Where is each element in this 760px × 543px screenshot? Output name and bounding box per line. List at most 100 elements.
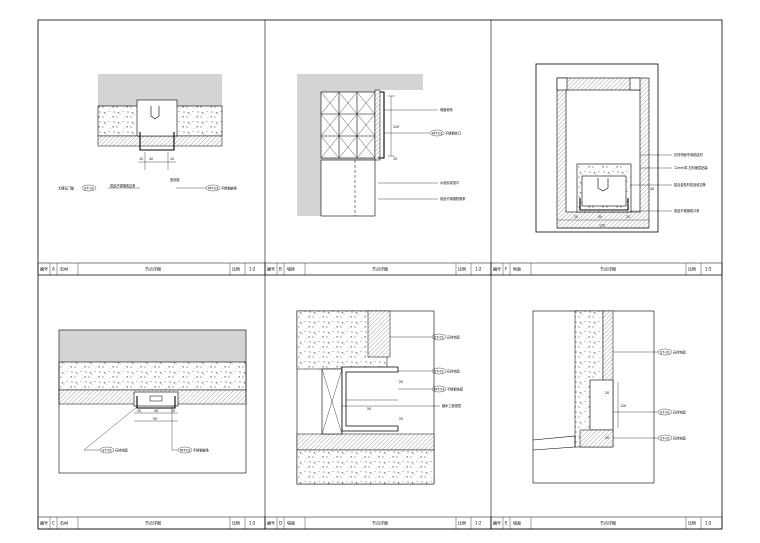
tb-code-f: E <box>505 521 508 526</box>
callout-bubble-f-1 <box>657 408 673 416</box>
stone-floor <box>296 433 435 451</box>
tb-label-a: 编号 <box>40 266 48 272</box>
tb-scale-label-f: 比例 <box>688 520 696 526</box>
tb-material-f: 墙面 <box>513 520 521 526</box>
tile-grid <box>320 91 376 159</box>
niche <box>589 379 614 431</box>
floor-line <box>532 435 576 451</box>
note-c-2: 铝合金型材成品收边条 <box>674 182 707 187</box>
callout-tag-f-2: ST-01 <box>660 436 670 440</box>
dim-c-0: 25 <box>574 215 578 219</box>
tb-scale-c: 1:5 <box>705 267 712 272</box>
panel-c: 25 50 25 120 40 石材饰面专用粘结剂 12mm厚 石材面层贴装 铝… <box>535 63 708 233</box>
tb-title-a: 节点详图 <box>145 266 161 272</box>
tb-material-a: 石材 <box>60 266 68 272</box>
tb-label-b: 编号 <box>267 266 275 272</box>
dim-d-1: 10 <box>137 409 141 413</box>
callout-bubble-d-left <box>99 446 115 454</box>
tb-material-c: 地面 <box>513 266 521 272</box>
callout-tag-a-left: ST-02 <box>84 186 94 190</box>
note-b-0: 墙面瓷砖 <box>440 107 454 112</box>
callout-text-a-right: 不锈钢嵌条 <box>221 185 238 190</box>
callout-tag-f-1: ST-01 <box>660 410 670 414</box>
title-block-e: 编号 D 墙面 节点详图 比例 1:2 <box>264 516 492 530</box>
callout-bubble-f-0 <box>657 348 673 356</box>
tb-code-e: D <box>279 521 282 526</box>
tb-scale-f: 1:2 <box>705 521 712 526</box>
dim-f-1: 120 <box>620 404 626 408</box>
lower-panel <box>320 159 376 217</box>
ceiling-fill <box>59 330 246 362</box>
dim-c-1: 50 <box>598 215 602 219</box>
dim-b-1: 10 <box>393 157 397 161</box>
callout-text-d-left: 石材饰面 <box>115 447 128 452</box>
mortar-layer <box>97 135 223 147</box>
callout-tag-b: MT-01 <box>432 131 443 135</box>
callout-text-f-0: 石材饰面 <box>673 349 686 354</box>
dim-e-2: 20 <box>399 417 403 421</box>
floor-slab <box>296 449 435 485</box>
callout-bubble-d-right <box>177 446 193 454</box>
anchor-profile <box>150 106 160 120</box>
tb-material-e: 墙面 <box>287 520 295 526</box>
title-block-c: 编号 F 地面 节点详图 比例 1:5 <box>490 262 723 276</box>
tb-label-c: 编号 <box>493 266 501 272</box>
stone-cladding-upper <box>367 310 391 358</box>
callout-bubble-a-left <box>81 184 97 192</box>
callout-tag-d-right: MT-01 <box>180 448 191 452</box>
note-a-0: 成品不锈钢收边条 <box>110 183 136 188</box>
dim-a-0: 40 <box>149 157 153 161</box>
steel-corner <box>378 91 385 159</box>
callout-tag-e-0: ST-01 <box>434 335 444 339</box>
tb-scale-label-e: 比例 <box>458 520 466 526</box>
note-c-0: 石材饰面专用粘结剂 <box>674 152 703 157</box>
callout-text-e-1: 石材饰面 <box>447 368 460 373</box>
note-c-3: 成品不锈钢收口条 <box>674 208 700 213</box>
tb-title-c: 节点详图 <box>600 266 616 272</box>
note-a-1: 密封胶 <box>170 177 180 182</box>
callout-text-f-1: 石材饰面 <box>673 409 686 414</box>
dim-b-0: 120 <box>393 125 399 129</box>
wall-fill-top <box>375 74 423 90</box>
callout-text-e-0: 石材饰面 <box>447 334 460 339</box>
trim-strip <box>374 89 381 161</box>
note-e-0: 细木工板基层 <box>442 403 461 408</box>
concrete-slab <box>58 361 247 391</box>
callout-text-e-2: 不锈钢饰面 <box>447 386 463 391</box>
detail-frame <box>58 329 247 474</box>
tb-scale-d: 1:2 <box>249 521 256 526</box>
tb-title-f: 节点详图 <box>600 520 616 526</box>
note-c-1: 12mm厚 石材面层贴装 <box>674 165 708 170</box>
callout-bubble-e-2 <box>431 385 447 393</box>
tb-code-d: C <box>52 521 55 526</box>
panel-d: 40 10 10 50 ST-01 石材饰面 MT-01 不锈钢嵌条 <box>58 329 247 474</box>
dim-c-3: 120 <box>599 224 605 228</box>
tb-title-d: 节点详图 <box>145 520 161 526</box>
panel-e: 50 20 20 ST-01 石材饰面 ST-01 石材饰面 MT-01 不锈钢… <box>296 310 463 485</box>
callout-text-d-right: 不锈钢嵌条 <box>193 447 210 452</box>
callout-tag-d-left: ST-01 <box>102 448 112 452</box>
tb-scale-b: 1:2 <box>475 267 482 272</box>
note-b-2: 成品不锈钢阳角条 <box>440 196 466 201</box>
tb-code-c: F <box>505 267 508 272</box>
tb-scale-label-a: 比例 <box>232 266 240 272</box>
panel-b: 120 10 墙面瓷砖 MT-01 不锈钢收口 水泥砂浆找平 成品不锈钢阳角条 <box>297 74 466 217</box>
steel-channel <box>341 366 399 432</box>
tb-title-e: 节点详图 <box>372 520 388 526</box>
title-block-f: 编号 E 墙面 节点详图 比例 1:2 <box>490 516 723 530</box>
callout-bubble-e-1 <box>431 367 447 375</box>
callout-tag-e-2: MT-01 <box>434 387 445 391</box>
tb-scale-a: 1:2 <box>249 267 256 272</box>
tb-label-d: 编号 <box>40 520 48 526</box>
dim-c-4: 40 <box>650 187 654 191</box>
dim-f-2: 20 <box>605 436 609 440</box>
callout-tag-e-1: ST-01 <box>434 369 444 373</box>
panel-f: 120 20 20 ST-01 石材饰面 ST-01 石材饰面 ST-01 石材… <box>532 310 686 484</box>
dim-c-2: 25 <box>626 215 630 219</box>
steel-trim <box>139 132 175 151</box>
leader-d-right <box>171 406 178 451</box>
tb-scale-label-d: 比例 <box>232 520 240 526</box>
dim-e-0: 50 <box>367 407 371 411</box>
dim-a-2: 10 <box>170 157 174 161</box>
